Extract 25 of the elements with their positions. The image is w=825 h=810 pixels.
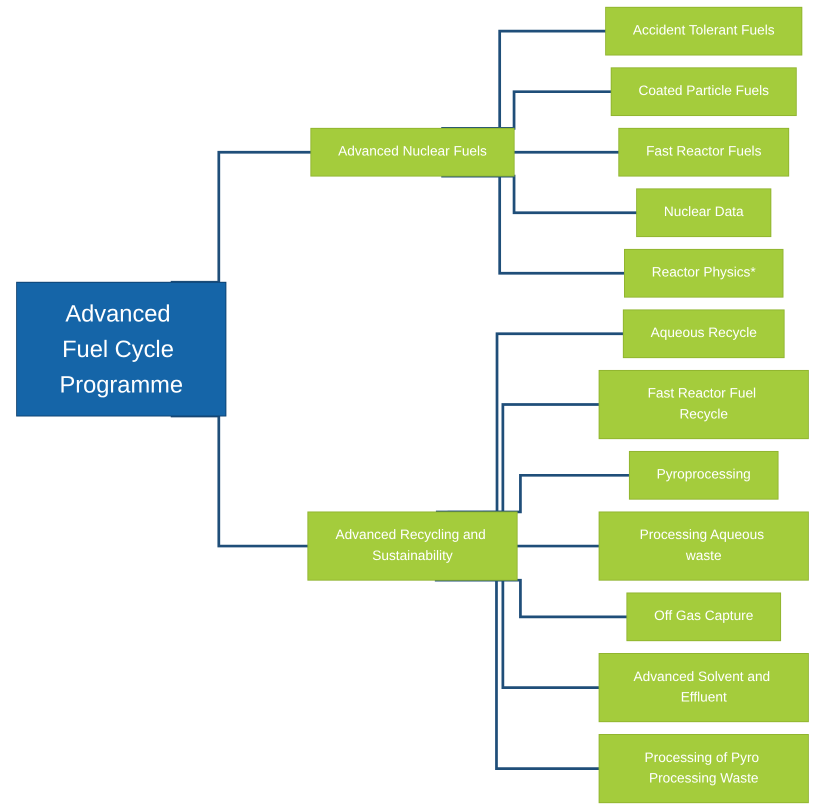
node-box: Off Gas Capture [626,592,782,642]
connector [170,414,308,548]
node-box: Processing of Pyro Processing Waste [598,734,809,804]
node-box: Processing Aqueous waste [598,511,809,581]
node-box: Advanced Solvent and Effluent [598,653,809,722]
node-box: Nuclear Data [636,188,772,238]
node-box: Advanced Nuclear Fuels [310,128,515,177]
connector [441,30,606,130]
node-box: Fast Reactor Fuels [618,128,790,177]
connector [448,403,600,514]
connector [170,150,311,284]
node-box: Aqueous Recycle [622,309,785,358]
node-box: Advanced Fuel Cycle Programme [16,282,226,416]
connector [517,544,600,548]
connector [434,578,600,770]
connector [436,332,624,514]
node-box: Reactor Physics* [624,248,784,298]
connector [441,174,624,275]
node-box: Fast Reactor Fuel Recycle [598,370,809,440]
node-box: Accident Tolerant Fuels [605,6,802,56]
node-box: Coated Particle Fuels [610,67,797,116]
node-box: Advanced Recycling and Sustainability [307,511,518,581]
connector [514,150,619,154]
node-box: Pyroprocessing [628,450,779,500]
connector [482,474,630,514]
